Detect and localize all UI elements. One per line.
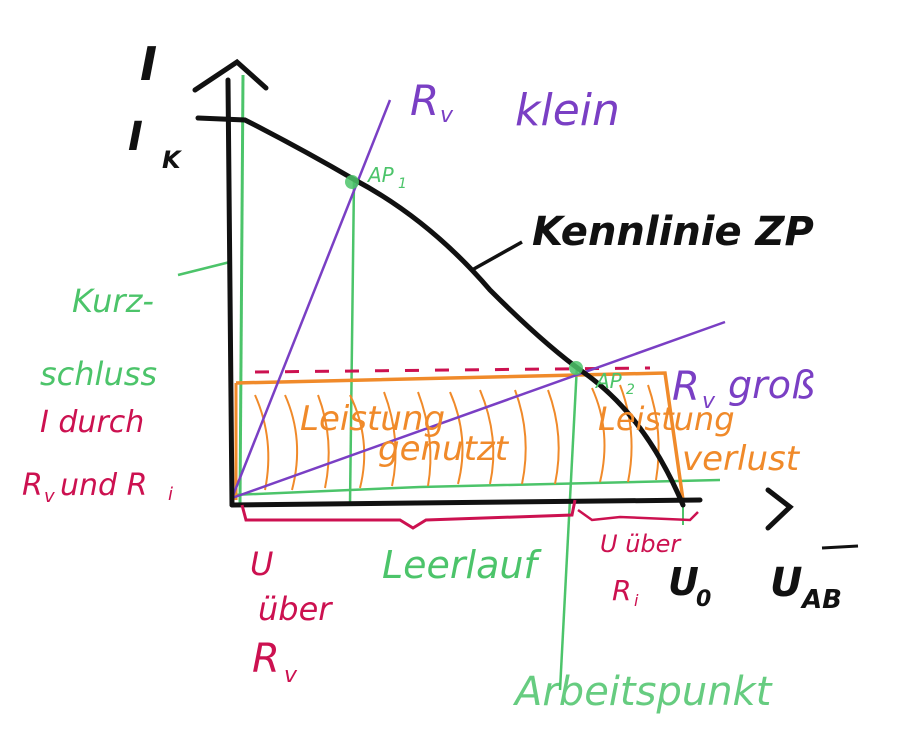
leistung-gen-1: Leistung [300,399,445,439]
ap1-point [345,175,359,189]
x-axis [229,497,703,508]
ap1-sub: 1 [398,176,407,192]
u-ueber-rv-1: U [250,545,273,583]
u-ueber-ri-1: U über [600,530,682,558]
rv-large-sub: v [702,389,716,414]
i-durch-3: und R [60,468,147,503]
power-rectangle [234,371,685,501]
rv-small-label: R [410,76,439,125]
leistung-ver-2: verlust [682,439,801,479]
axes [192,58,794,531]
y-axis [225,77,235,508]
u-ueber-ri-2: R [612,574,631,607]
i-durch-2b: v [44,486,55,507]
ap2-point [569,361,583,375]
arbeitspunkt-label: Arbeitspunkt [512,669,773,715]
characteristic-curve [195,115,686,508]
i-durch-1: I durch [40,405,144,440]
i-durch-3b: i [168,484,173,505]
green-line-ap1 [348,179,356,506]
i-durch-2: R [22,468,43,503]
ap2-label: AP [594,369,623,393]
x-axis-sub: AB [800,585,842,615]
x-axis-arrow [765,487,794,531]
u-ueber-rv-2: über [258,590,333,628]
green-line-bottom [231,478,721,497]
green-line-kurz [177,260,231,277]
u-ueber-ri-2b: i [634,591,639,610]
y-axis-arrow [192,58,269,93]
ap2-sub: 2 [626,382,635,398]
leistung-gen-2: genutzt [378,429,510,469]
leistung-ver-1: Leistung [598,400,735,438]
ap1-label: AP [366,163,395,187]
leerlauf-label: Leerlauf [382,543,542,587]
y-axis-label: I [140,37,157,91]
uab-dash [821,544,859,550]
curve-label: Kennlinie ZP [532,209,814,255]
brace-u-ueber-rv [240,499,577,530]
kurzschluss-2: schluss [40,355,157,393]
ik-label: I [128,114,143,160]
rv-large-line [231,320,726,500]
u0-sub: 0 [696,587,711,612]
kurzschluss-1: Kurz- [72,282,154,320]
rv-small-word: klein [515,85,620,136]
rv-small-sub: v [440,103,454,128]
u-ueber-rv-3: R [252,636,280,682]
rv-large-word: groß [728,363,815,407]
rv-small-line [230,99,392,499]
ik-sub-label: K [162,146,183,174]
u-ueber-rv-3b: v [284,663,298,688]
brace-u-ueber-ri [577,508,699,522]
x-axis-label: U [770,560,802,606]
green-line-ap2 [558,364,579,691]
rv-large-label: R [672,364,700,410]
green-line-ik [238,74,245,506]
u0-label: U [668,560,699,604]
curve-label-pointer [471,240,523,272]
magenta-dashed-line [254,366,651,374]
